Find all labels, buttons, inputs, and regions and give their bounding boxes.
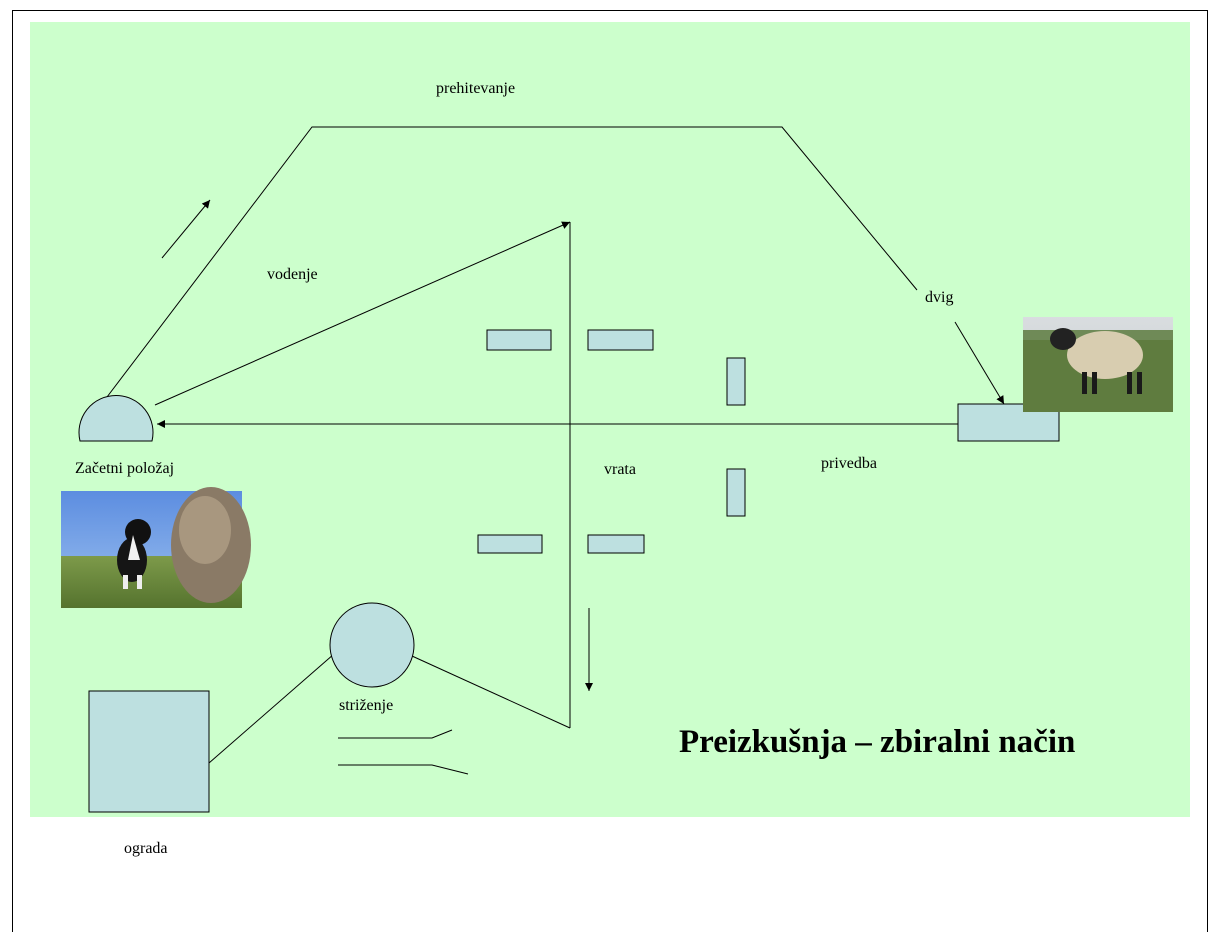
label-drive: vodenje: [267, 266, 318, 283]
gate-panel: [726, 357, 746, 406]
label-shedding: striženje: [339, 697, 393, 714]
shedding-ring: [329, 602, 415, 688]
gate-panel: [587, 534, 645, 554]
start-position-circle: [78, 395, 154, 442]
label-fetch: privedba: [821, 455, 877, 472]
chute-line-lower: [338, 764, 469, 775]
label-pen: ograda: [124, 840, 168, 857]
label-outrun: prehitevanje: [436, 80, 515, 97]
gate-panel: [477, 534, 543, 554]
shed-to-drive-line: [411, 655, 571, 729]
label-start-position: Začetni položaj: [75, 460, 174, 477]
outrun-direction-arrow: [161, 199, 211, 259]
shed-to-pen-line: [208, 653, 335, 764]
chute-line-upper: [338, 729, 453, 739]
pen-square: [88, 690, 210, 813]
gate-panel: [726, 468, 746, 517]
drive-line: [154, 221, 571, 406]
outrun-path: [106, 126, 918, 398]
label-gates: vrata: [604, 461, 636, 478]
gate-panel: [486, 329, 552, 351]
border-collie-photo: [61, 487, 251, 608]
label-lift: dvig: [925, 289, 953, 306]
sheep-photo: [1023, 317, 1173, 412]
diagram-title: Preizkušnja – zbiralni način: [679, 724, 1075, 760]
lift-arrow: [954, 321, 1005, 405]
gate-panel: [587, 329, 654, 351]
